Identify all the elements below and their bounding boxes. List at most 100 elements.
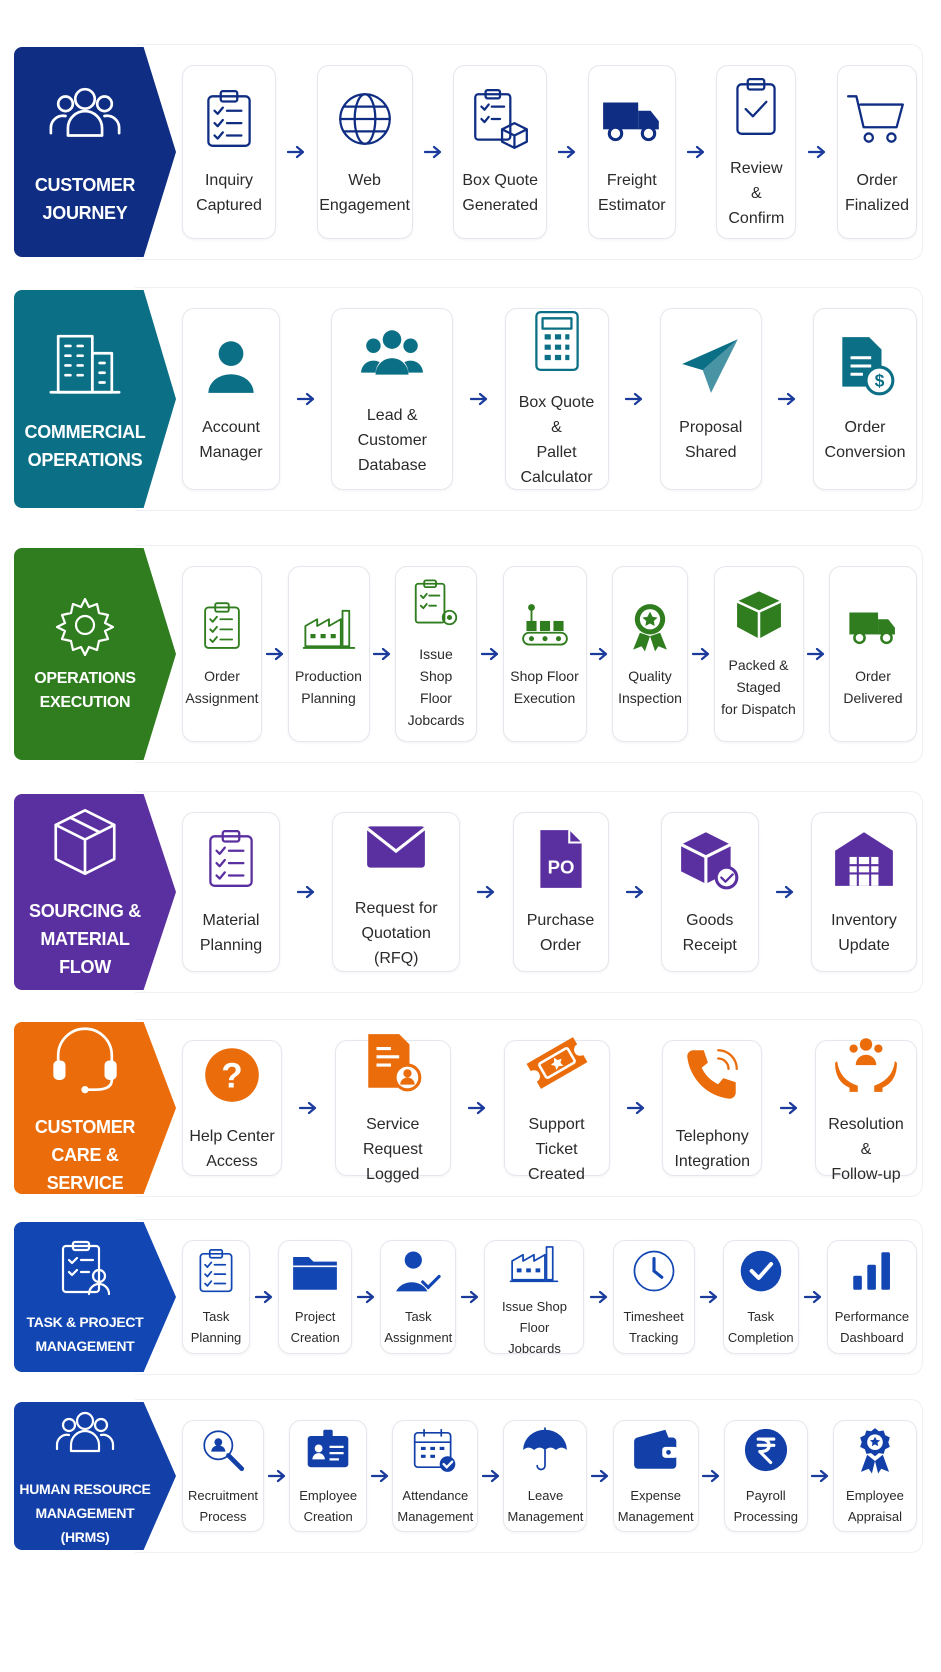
arrow-right-icon (806, 566, 826, 742)
arrow-right-icon (779, 1040, 799, 1176)
step-label: Resolution & Follow-up (828, 1115, 904, 1183)
clipboard-checklist-icon (198, 826, 264, 892)
step-label: Help Center Access (189, 1128, 275, 1170)
factory-icon (509, 1236, 559, 1286)
section-title: CUSTOMER CARE & SERVICE (34, 1117, 136, 1193)
envelope-icon (363, 814, 429, 880)
arrow-right-icon (286, 65, 306, 239)
box-check-icon (677, 826, 743, 892)
arrow-right-icon (298, 1040, 318, 1176)
step-card: Quality Inspection (612, 566, 688, 742)
step-card: Resolution & Follow-up (815, 1037, 917, 1183)
step-label: Expense Management (617, 1488, 694, 1524)
step-label: Issue Shop Floor Jobcards (407, 646, 465, 728)
arrow-right-icon (777, 308, 797, 490)
arrow-right-icon (590, 1420, 610, 1532)
folder-icon (290, 1246, 340, 1296)
step-list: Task Planning Project Creation Task Assign… (182, 1240, 917, 1356)
headset-icon (46, 1022, 124, 1097)
step-label: Material Planning (199, 912, 263, 954)
arrow-right-icon (775, 812, 795, 972)
step-label: Employee Appraisal (846, 1488, 904, 1524)
step-label: Order Assignment (185, 668, 259, 706)
step-label: Task Planning (190, 1309, 242, 1345)
section-title: OPERATIONS EXECUTION (34, 670, 136, 711)
group-icon (359, 321, 425, 387)
section-row: HUMAN RESOURCE MANAGEMENT (HRMS)Recruitm… (0, 1399, 941, 1553)
rupee-coin-icon (741, 1425, 791, 1475)
step-card: Leave Management (503, 1420, 588, 1532)
arrow-right-icon (356, 1240, 376, 1354)
step-label: Leave Management (507, 1488, 584, 1524)
document-dollar-icon: $ (832, 333, 898, 399)
step-list: Material Planning Request for Quotation (… (182, 812, 917, 972)
clipboard-checklist-icon (196, 86, 262, 152)
arrow-right-icon (625, 812, 645, 972)
truck-icon (846, 599, 900, 653)
arrow-right-icon (481, 1420, 501, 1532)
step-card: Task Assignment (380, 1240, 457, 1354)
conveyor-icon (518, 599, 572, 653)
step-label: Attendance Management (397, 1488, 474, 1524)
step-label: Account Manager (199, 419, 263, 461)
section-title: CUSTOMER JOURNEY (34, 175, 136, 223)
clipboard-checklist-icon (195, 599, 249, 653)
step-label: Order Delivered (843, 668, 903, 706)
section-banner: COMMERCIAL OPERATIONS (14, 290, 176, 508)
step-label: Issue Shop Floor Jobcards (501, 1298, 567, 1356)
step-label: Project Creation (290, 1309, 340, 1345)
step-label: Quality Inspection (618, 668, 682, 706)
step-card: Employee Creation (289, 1420, 368, 1532)
question-icon: ? (199, 1042, 265, 1108)
umbrella-icon (520, 1425, 570, 1475)
step-card: PO Purchase Order (512, 812, 609, 972)
svg-text:$: $ (875, 371, 885, 391)
step-card: Request for Quotation (RFQ) (332, 812, 461, 972)
step-card: Lead & Customer Database (331, 308, 454, 490)
section-banner: OPERATIONS EXECUTION (14, 548, 176, 760)
clock-icon (629, 1246, 679, 1296)
step-label: Proposal Shared (679, 419, 743, 461)
bar-chart-icon (847, 1246, 897, 1296)
po-document-icon: PO (528, 826, 594, 892)
users-icon (53, 1403, 117, 1467)
arrow-right-icon (807, 65, 827, 239)
calendar-check-icon (410, 1425, 460, 1475)
arrow-right-icon (370, 1420, 390, 1532)
arrow-right-icon (686, 65, 706, 239)
step-label: Task Completion (727, 1309, 794, 1345)
arrow-right-icon (589, 1240, 609, 1354)
step-label: Order Finalized (844, 172, 909, 214)
calculator-icon (524, 308, 590, 374)
box-outline-icon (46, 803, 124, 881)
section-title: HUMAN RESOURCE MANAGEMENT (HRMS) (19, 1481, 151, 1545)
section-banner: TASK & PROJECT MANAGEMENT (14, 1222, 176, 1372)
medal-icon (850, 1425, 900, 1475)
clipboard-checklist-icon (191, 1246, 241, 1296)
arrow-right-icon (701, 1420, 721, 1532)
step-label: Purchase Order (526, 912, 595, 954)
users-icon (46, 77, 124, 155)
step-card: Telephony Integration (662, 1040, 763, 1176)
person-check-icon (393, 1246, 443, 1296)
building-icon (46, 324, 124, 402)
arrow-right-icon (267, 1420, 287, 1532)
step-card: Proposal Shared (659, 308, 762, 490)
section-row: COMMERCIAL OPERATIONS Account Manager Lead… (0, 287, 941, 511)
arrow-right-icon (589, 566, 609, 742)
step-label: Performance Dashboard (834, 1309, 910, 1345)
step-card: Support Ticket Created (503, 1036, 610, 1183)
section-banner: CUSTOMER JOURNEY (14, 47, 176, 257)
arrow-right-icon (699, 1240, 719, 1354)
clipboard-gear-icon (409, 577, 463, 631)
step-card: Performance Dashboard (826, 1240, 917, 1354)
clipboard-person-icon (53, 1236, 117, 1300)
step-label: Packed & Staged for Dispatch (721, 657, 796, 717)
step-card: Material Planning (182, 812, 280, 972)
step-card: Expense Management (612, 1420, 699, 1532)
